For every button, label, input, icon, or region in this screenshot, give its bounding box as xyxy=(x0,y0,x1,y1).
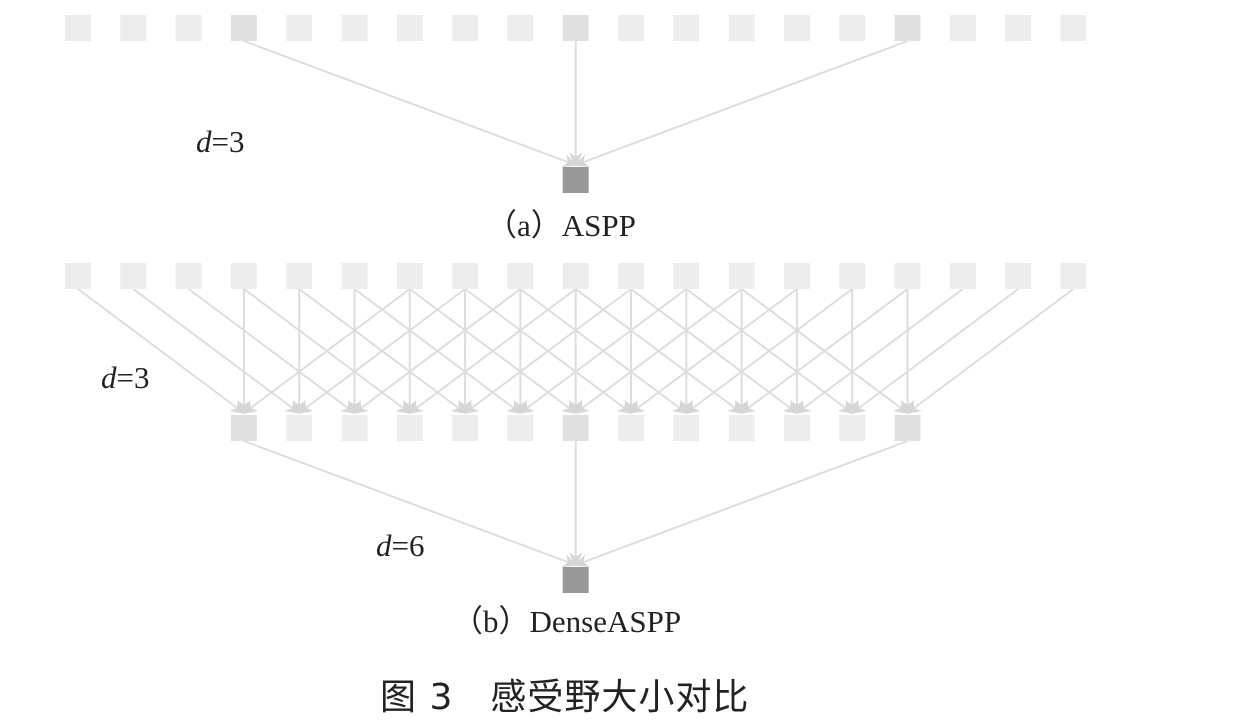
arrow-layer xyxy=(77,40,1074,568)
panel-b-middle-pixel xyxy=(728,415,755,441)
panel-b-input-pixel xyxy=(396,263,423,289)
panel-b-arrow-layer1 xyxy=(353,288,522,414)
panel-b-input-pixel xyxy=(65,263,91,289)
panel-a-input-pixel xyxy=(618,15,644,41)
panel-a-input-pixel xyxy=(120,15,147,41)
panel-b-arrow-layer1 xyxy=(685,288,854,414)
panel-a-input-pixel xyxy=(728,15,755,41)
panel-b-arrow-layer2 xyxy=(243,440,578,568)
panel-b-input-pixel xyxy=(894,263,921,289)
panel-a-input-pixel xyxy=(452,15,479,41)
panel-b-middle-pixel xyxy=(839,415,866,441)
panel-b-arrow-layer1 xyxy=(795,288,964,414)
dilation-variable: d xyxy=(376,528,392,563)
panel-b-arrow-layer2 xyxy=(574,440,908,568)
panel-a-caption: （a）ASPP xyxy=(486,208,636,243)
panel-b-input-pixel xyxy=(949,263,976,289)
panel-b-middle-pixel xyxy=(673,415,700,441)
panel-a-input-pixel xyxy=(839,15,866,41)
panel-b-input-pixel xyxy=(618,263,644,289)
panel-b-output-pixel xyxy=(562,567,589,593)
panel-b-input-pixel xyxy=(507,263,534,289)
panel-a-input-pixel xyxy=(507,15,534,41)
panel-b-middle-pixel xyxy=(286,415,313,441)
panel-b-arrow-layer1 xyxy=(188,288,356,414)
panel-b-input-pixel xyxy=(286,263,313,289)
panel-a-input-pixel-active xyxy=(562,15,589,41)
dilation-variable: d xyxy=(101,360,117,395)
panel-a-input-pixel xyxy=(396,15,423,41)
panel-b-arrow-layer1 xyxy=(298,288,467,414)
panel-b-input-pixel xyxy=(1060,263,1087,289)
panel-a-input-pixel xyxy=(783,15,810,41)
panel-b-arrow-layer1 xyxy=(906,288,1074,414)
panel-b-middle-pixel xyxy=(618,415,644,441)
panel-b-input-pixel xyxy=(1005,263,1032,289)
panel-a-arrow xyxy=(243,40,578,168)
pixel-layer xyxy=(65,15,1087,593)
panel-b-middle-pixel xyxy=(396,415,423,441)
panel-b-arrow-layer1 xyxy=(575,288,743,414)
panel-a-input-pixel xyxy=(1060,15,1087,41)
panel-b-input-pixel xyxy=(728,263,755,289)
panel-b-dilation-label-1: d=3 xyxy=(101,360,149,396)
panel-b-middle-pixel xyxy=(507,415,534,441)
panel-b-input-pixel xyxy=(120,263,147,289)
panel-b-arrow-layer1 xyxy=(464,288,633,414)
panel-b-caption: （b）DenseASPP xyxy=(452,604,682,639)
panel-b-arrow-layer1 xyxy=(132,288,301,414)
panel-b-arrow-layer1 xyxy=(630,288,799,414)
panel-a-input-pixel xyxy=(286,15,313,41)
panel-b-input-pixel xyxy=(839,263,866,289)
panel-b-input-pixel xyxy=(230,263,257,289)
panel-b-middle-pixel-active xyxy=(230,415,257,441)
panel-a-input-pixel xyxy=(1005,15,1032,41)
panel-b-arrow-layer1 xyxy=(409,288,577,414)
panel-b-arrow-layer1 xyxy=(851,288,1019,414)
panel-b-input-pixel xyxy=(452,263,479,289)
dilation-value: =3 xyxy=(116,360,150,395)
panel-a-input-pixel xyxy=(175,15,202,41)
figure-title: 图 3 感受野大小对比 xyxy=(380,677,750,718)
panel-b-arrow-layer1 xyxy=(77,288,246,414)
panel-b-input-pixel xyxy=(562,263,589,289)
panel-a-input-pixel xyxy=(341,15,368,41)
panel-b-input-pixel xyxy=(175,263,202,289)
panel-b-middle-pixel xyxy=(452,415,479,441)
panel-b-arrow-layer1 xyxy=(243,288,411,414)
panel-a-input-pixel xyxy=(65,15,91,41)
panel-b-middle-pixel-active xyxy=(562,415,589,441)
panel-b-middle-pixel xyxy=(783,415,810,441)
dilation-value: =3 xyxy=(211,124,245,159)
panel-b-arrow-layer1 xyxy=(741,288,909,414)
panel-a-input-pixel-active xyxy=(894,15,921,41)
panel-b-arrow-layer1 xyxy=(519,288,688,414)
panel-b-input-pixel xyxy=(341,263,368,289)
panel-a-input-pixel xyxy=(673,15,700,41)
panel-b-input-pixel xyxy=(673,263,700,289)
dilation-value: =6 xyxy=(391,528,425,563)
panel-a-dilation-label: d=3 xyxy=(196,124,244,160)
panel-a-input-pixel xyxy=(949,15,976,41)
panel-a-output-pixel xyxy=(562,167,589,193)
panel-a-arrow xyxy=(574,40,908,168)
dilation-variable: d xyxy=(196,124,212,159)
panel-b-middle-pixel xyxy=(341,415,368,441)
panel-b-dilation-label-2: d=6 xyxy=(376,528,424,564)
panel-b-input-pixel xyxy=(783,263,810,289)
panel-b-middle-pixel-active xyxy=(894,415,921,441)
panel-a-input-pixel-active xyxy=(230,15,257,41)
